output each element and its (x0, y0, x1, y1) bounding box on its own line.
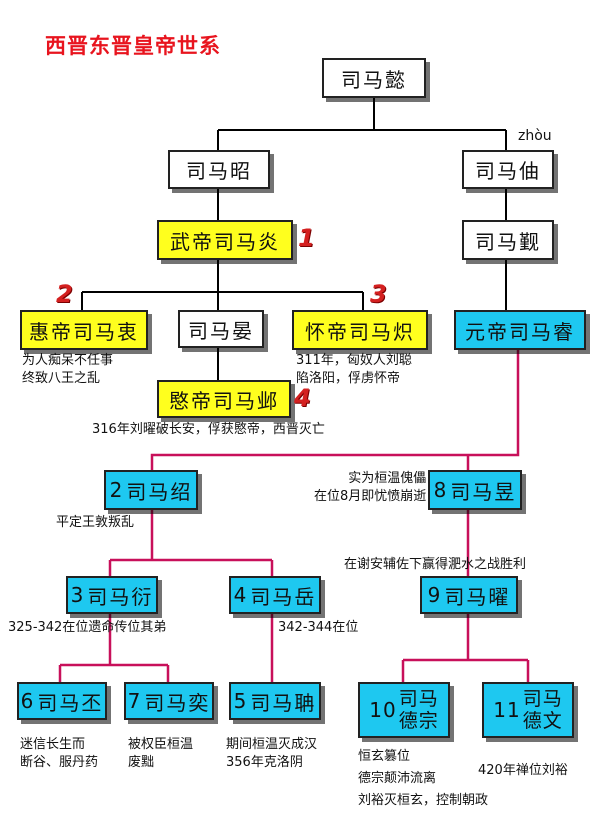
node-label: 司马伷 (475, 159, 541, 183)
connector-yan-sons (58, 614, 170, 682)
node-label: 怀帝司马炽 (305, 319, 415, 344)
connector-shao-sons (108, 510, 274, 576)
reign-order: 5 (233, 689, 249, 713)
connector-yi-children (217, 98, 507, 150)
note-sima-yan3: 325-342在位遗命传位其弟 (8, 620, 167, 635)
rank-marker-huaidi: 3 (370, 280, 387, 308)
diagram-title: 西晋东晋皇帝世系 (45, 34, 221, 58)
note-huaidi: 311年，匈奴人刘聪 陷洛阳，俘虏怀帝 (296, 352, 412, 388)
note-line: 迷信长生而 (20, 737, 86, 752)
node-label-line1: 司马 (398, 688, 439, 710)
note-sima-yue: 342-344在位 (278, 620, 359, 635)
note-line: 为人痴呆不任事 (22, 353, 114, 368)
node-label: 司马绍 (126, 479, 193, 504)
note-line: 实为桓温傀儡 (348, 471, 427, 486)
node-huidi: 惠帝司马衷 (20, 310, 148, 350)
node-label: 司马懿 (341, 67, 407, 92)
connector-wudi-children (81, 260, 364, 310)
connector-yao-sons (401, 614, 530, 682)
node-sima-dewen: 11 司马德文 (482, 682, 574, 738)
reign-order: 3 (70, 583, 86, 607)
note-line: 陷洛阳，俘虏怀帝 (296, 371, 401, 386)
note-line: 终致八王之乱 (22, 371, 101, 386)
node-label: 愍帝司马邺 (169, 388, 279, 413)
node-sima-jin: 司马觐 (462, 220, 554, 260)
node-label: 惠帝司马衷 (29, 319, 139, 344)
node-label: 司马曜 (444, 584, 511, 609)
node-wudi: 武帝司马炎 (157, 220, 293, 260)
zhou-pinyin: zhòu (518, 128, 552, 144)
reign-order: 8 (433, 478, 449, 502)
node-label: 司马晏 (188, 318, 254, 343)
node-label-line2: 德文 (522, 710, 563, 732)
rank-marker-huidi: 2 (56, 280, 73, 308)
reign-order: 4 (233, 583, 249, 607)
reign-order: 6 (20, 689, 36, 713)
node-sima-zhou: 司马伷 (462, 150, 554, 189)
node-label-line1: 司马 (522, 688, 563, 710)
node-label: 司马衍 (87, 584, 154, 609)
rank-marker-wudi: 1 (298, 224, 315, 252)
note-line: 断谷、服丹药 (20, 755, 99, 770)
node-label: 司马昭 (186, 159, 252, 183)
note-huidi: 为人痴呆不任事 终致八王之乱 (22, 352, 113, 388)
node-sima-yan2: 司马晏 (178, 310, 264, 348)
note-sima-yu: 实为桓温傀儡 在位8月即忧愤崩逝 (314, 470, 426, 506)
reign-order: 9 (427, 583, 443, 607)
node-label: 司马丕 (37, 690, 104, 715)
node-label: 司马昱 (450, 479, 517, 504)
node-label: 司马聃 (250, 690, 317, 715)
note-sima-dezong: 恒玄篡位 德宗颠沛流离 刘裕灭桓玄，控制朝政 (358, 746, 488, 812)
note-sima-yao: 在谢安辅佐下赢得淝水之战胜利 (344, 557, 527, 572)
node-label-line2: 德宗 (398, 710, 439, 732)
reign-order: 2 (109, 478, 125, 502)
node-label: 司马岳 (250, 584, 317, 609)
reign-order: 10 (369, 698, 397, 722)
note-line: 恒玄篡位 (358, 749, 411, 764)
note-sima-dan: 期间桓温灭成汉 356年克洛阴 (226, 736, 317, 772)
node-sima-dezong: 10 司马德宗 (358, 682, 450, 738)
note-line: 被权臣桓温 (128, 737, 194, 752)
node-huaidi: 怀帝司马炽 (292, 310, 428, 350)
reign-order: 7 (127, 689, 143, 713)
note-line: 期间桓温灭成汉 (226, 737, 318, 752)
node-sima-zhao: 司马昭 (168, 150, 270, 189)
note-sima-pi: 迷信长生而 断谷、服丹药 (20, 736, 98, 772)
node-mindi: 愍帝司马邺 (157, 380, 291, 418)
note-line: 废黜 (128, 755, 155, 770)
note-line: 356年克洛阴 (226, 755, 303, 770)
note-line: 刘裕灭桓玄，控制朝政 (358, 793, 489, 808)
note-line: 311年，匈奴人刘聪 (296, 353, 412, 368)
connector-yuandi-sons (150, 350, 520, 470)
note-mindi: 316年刘曜破长安，俘获愍帝，西晋灭亡 (92, 422, 325, 437)
node-label: 武帝司马炎 (170, 229, 280, 254)
note-sima-dewen: 420年禅位刘裕 (478, 763, 568, 778)
node-label: 司马奕 (144, 690, 211, 715)
rank-marker-mindi: 4 (294, 384, 311, 412)
note-sima-yi2: 被权臣桓温 废黜 (128, 736, 193, 772)
node-label: 元帝司马睿 (465, 319, 575, 344)
note-line: 在位8月即忧愤崩逝 (314, 489, 427, 504)
node-yuandi: 元帝司马睿 (454, 310, 586, 350)
node-label: 司马觐 (475, 229, 541, 254)
reign-order: 11 (493, 698, 521, 722)
note-line: 德宗颠沛流离 (358, 771, 437, 786)
node-sima-yi: 司马懿 (322, 58, 426, 98)
note-sima-shao: 平定王敦叛乱 (56, 515, 135, 530)
